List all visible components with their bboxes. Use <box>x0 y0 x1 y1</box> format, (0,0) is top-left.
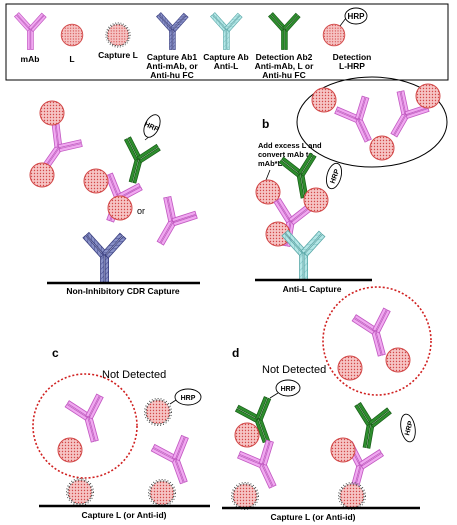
panel-b-note-2: convert mAb to <box>258 150 313 159</box>
legend-capture-ab-label-2: Anti-L <box>214 61 239 71</box>
not-detected-circle <box>32 373 138 479</box>
panel-c-letter: c <box>52 346 59 360</box>
panel-c: c Not Detected HRP Capture L (or Anti-id… <box>32 346 210 520</box>
panel-d-not-detected: Not Detected <box>262 364 326 376</box>
hrp-label: HRP <box>404 420 415 436</box>
hrp-icon <box>143 114 161 138</box>
panel-c-not-detected: Not Detected <box>102 369 166 381</box>
capture-l-icon <box>65 477 95 507</box>
ligand-icon <box>385 347 411 373</box>
capture-l-icon <box>143 397 173 427</box>
panel-b-note-1: Add excess L and <box>258 141 322 150</box>
capture-ab-anti-l-icon <box>281 230 326 281</box>
ligand-icon <box>83 168 109 194</box>
hrp-label: HRP <box>181 395 196 402</box>
legend-l-label: L <box>69 54 74 64</box>
mab-icon <box>142 193 201 254</box>
hrp-legend-icon <box>344 7 368 25</box>
hrp-legend-label: HRP <box>348 12 366 21</box>
legend-capture-ab1-label-1: Capture Ab1 <box>147 52 197 62</box>
capture-l-icon <box>230 481 260 511</box>
hrp-icon <box>275 379 301 397</box>
legend-detection-ab2-label-3: Anti-hu FC <box>262 70 305 80</box>
legend-detection-l-label-2: L-HRP <box>339 61 365 71</box>
ligand-icon <box>415 83 441 109</box>
ligand-icon <box>234 422 260 448</box>
ligand-icon <box>107 195 133 221</box>
hrp-icon <box>325 162 343 190</box>
panel-b-note-3: mAb*L <box>258 159 283 168</box>
panel-a-caption: Non-Inhibitory CDR Capture <box>66 286 180 296</box>
legend-capture-l-label: Capture L <box>98 50 138 60</box>
legend-detection-l-label-1: Detection <box>333 52 372 62</box>
hrp-label: HRP <box>281 386 296 393</box>
hrp-icon <box>400 413 416 443</box>
capture-l-icon <box>147 478 177 508</box>
hrp-label: HRP <box>330 168 342 185</box>
or-text: or <box>137 206 145 216</box>
panel-b: b Add excess L and convert mAb to mAb*L … <box>255 76 448 294</box>
panel-b-caption: Anti-L Capture <box>283 284 342 294</box>
legend-mab-label: mAb <box>21 54 40 64</box>
capture-l-icon <box>337 481 367 511</box>
excess-l-ellipse <box>296 76 448 168</box>
panel-b-letter: b <box>262 117 269 131</box>
legend-capture-ab1-label-2: Anti-mAb, or <box>146 61 198 71</box>
legend: HRP mAb L Capture L Capture Ab1 Anti-mAb… <box>5 3 449 81</box>
mab-icon <box>149 432 203 490</box>
legend-detection-ab2-label-1: Detection Ab2 <box>256 52 313 62</box>
panel-a: a HRP or Non-Inhibitory CDR Capture <box>29 100 201 296</box>
capture-ab1-icon <box>82 232 127 283</box>
panel-d-letter: d <box>232 346 239 360</box>
ligand-icon <box>39 100 65 126</box>
detection-ab2-icon <box>347 401 393 452</box>
legend-capture-ab1-label-3: Anti-hu FC <box>150 70 193 80</box>
panel-d-caption: Capture L (or Anti-id) <box>271 512 356 522</box>
ligand-icon <box>369 135 395 161</box>
not-detected-circle <box>322 286 432 396</box>
panel-c-caption: Capture L (or Anti-id) <box>82 510 167 520</box>
ligand-icon <box>57 437 83 463</box>
hrp-icon <box>174 388 202 406</box>
ligand-icon <box>330 437 356 463</box>
detection-l-legend-icon <box>322 23 346 47</box>
ligand-icon <box>337 355 363 381</box>
legend-capture-ab-label-1: Capture Ab <box>203 52 249 62</box>
ligand-icon <box>311 87 337 113</box>
legend-detection-ab2-label-2: Anti-mAb, L or <box>255 61 315 71</box>
ligand-icon <box>29 162 55 188</box>
ligand-icon <box>303 187 329 213</box>
panel-d: d Not Detected HRP HRP Capture L (or Ant… <box>222 286 432 522</box>
ligand-legend-icon <box>60 23 84 47</box>
detection-ab2-icon <box>114 135 163 188</box>
